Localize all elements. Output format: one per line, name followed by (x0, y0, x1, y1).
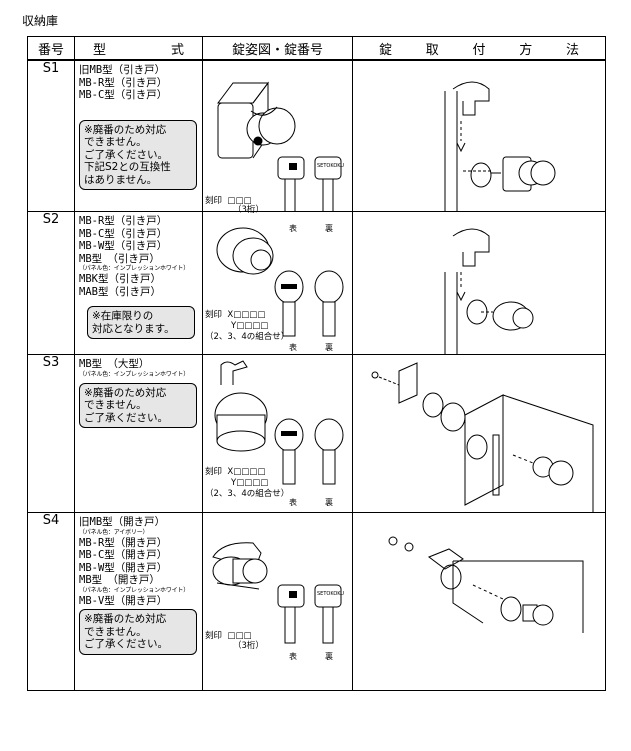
row-number: S1 (27, 59, 75, 212)
install-diagram (388, 536, 584, 633)
model-line: MB-R型（開き戸） (79, 536, 168, 549)
stamp-combo: （2、3、4の組合せ） (205, 332, 290, 342)
model-line: MB-C型（引き戸） (79, 227, 168, 240)
stamp-digits: （3桁） (233, 205, 264, 215)
model-cell: MB型 （大型） （パネル色：インプレッションホワイト） ※廃番のため対応 でき… (74, 354, 203, 513)
key-front-label: 表 (289, 343, 297, 352)
stamp-digits: （3桁） (233, 641, 264, 651)
model-cell: 旧MB型（開き戸） （パネル色：アイボリー） MB-R型（開き戸） MB-C型（… (74, 512, 203, 691)
row-number: S4 (27, 512, 75, 691)
header-row: 番号 型式 錠姿図・錠番号 錠取付方法 (27, 36, 606, 61)
model-line: MB-R型（引き戸） (79, 76, 168, 89)
model-line: MB型 （引き戸） (79, 252, 160, 265)
stamp-info: 刻印 □□□ (205, 631, 252, 641)
install-method-cell (352, 59, 606, 212)
header-key: 錠姿図・錠番号 (202, 36, 353, 61)
discontinued-notice: ※廃番のため対応 できません。 ご了承ください。 下記S2との互換性 はありませ… (79, 119, 197, 190)
install-diagram (444, 81, 556, 211)
install-diagram (444, 228, 534, 354)
discontinued-notice: ※廃番のため対応 できません。 ご了承ください。 (79, 382, 197, 428)
model-line: MB-R型（引き戸） (79, 215, 168, 227)
key-front-label: 表 (289, 498, 297, 507)
header-method: 錠取付方法 (352, 36, 606, 61)
stock-notice: ※在庫限りの 対応となります。 (87, 306, 195, 339)
model-line: MBK型（引き戸） (79, 273, 161, 285)
panel-color-note: （パネル色：インプレッションホワイト） (79, 265, 190, 272)
stamp-y: Y□□□□ (231, 321, 269, 331)
model-line: 旧MB型（開き戸） (79, 516, 166, 528)
stamp-info: 刻印 X□□□□ (205, 467, 266, 477)
key-back-label: 裏 (325, 652, 333, 661)
key-cell: SETOKOKU 刻印 □□□ （3桁） 表 裏 (202, 59, 353, 233)
table-row-s2: S2 MB-R型（引き戸） MB-C型（引き戸） MB-W型（引き戸） MB型 … (27, 211, 606, 355)
key-back-label: 裏 (325, 343, 333, 352)
install-method-cell (352, 354, 606, 513)
table-row-s4: S4 旧MB型（開き戸） （パネル色：アイボリー） MB-R型（開き戸） MB-… (27, 512, 606, 691)
panel-color-note: （パネル色：インプレッションホワイト） (79, 586, 190, 594)
key-brand-text: SETOKOKU (317, 163, 344, 169)
key-back-label: 裏 (325, 498, 333, 507)
lock-key-illustration: SETOKOKU (217, 81, 344, 211)
key-brand-text: SETOKOKU (317, 591, 344, 597)
model-line: MB-V型（開き戸） (79, 594, 168, 607)
stamp-info: 刻印 □□□ (205, 196, 252, 206)
stamp-combo: （2、3、4の組合せ） (205, 489, 290, 499)
lock-key-illustration (216, 227, 344, 337)
model-cell: 旧MB型（引き戸） MB-R型（引き戸） MB-C型（引き戸） ※廃番のため対応… (74, 59, 203, 212)
row-number: S3 (27, 354, 75, 513)
model-line: MAB型（引き戸） (79, 285, 161, 298)
install-method-cell (352, 211, 606, 355)
model-line: MB-W型（開き戸） (79, 561, 168, 574)
lock-table: 番号 型式 錠姿図・錠番号 錠取付方法 S1 旧MB型（引き戸） MB-R型（引… (27, 36, 606, 691)
model-line: MB-C型（引き戸） (79, 89, 168, 101)
model-line: MB型 （大型） (79, 358, 150, 370)
key-front-label: 表 (289, 652, 297, 661)
panel-color-note: （パネル色：インプレッションホワイト） (79, 370, 190, 378)
table-row-s1: S1 旧MB型（引き戸） MB-R型（引き戸） MB-C型（引き戸） ※廃番のた… (27, 59, 606, 233)
lock-key-illustration: SETOKOKU (212, 542, 344, 644)
table-row-s3: S3 MB型 （大型） （パネル色：インプレッションホワイト） ※廃番のため対応… (27, 354, 606, 513)
key-cell: SETOKOKU 刻印 □□□ （3桁） 表 裏 (202, 512, 353, 691)
install-method-cell (352, 512, 606, 691)
model-line: MB型 （開き戸） (79, 574, 160, 586)
key-cell: 刻印 X□□□□ Y□□□□ （2、3、4の組合せ） 表 裏 (202, 211, 353, 355)
key-cell: 刻印 X□□□□ Y□□□□ （2、3、4の組合せ） 表 裏 (202, 354, 353, 513)
stamp-y: Y□□□□ (231, 478, 269, 488)
stamp-info: 刻印 X□□□□ (205, 310, 266, 320)
lock-key-illustration (214, 360, 344, 485)
header-model: 型式 (74, 36, 203, 61)
model-cell: MB-R型（引き戸） MB-C型（引き戸） MB-W型（引き戸） MB型 （引き… (74, 211, 203, 355)
model-line: MB-C型（開き戸） (79, 549, 168, 561)
panel-color-note: （パネル色：アイボリー） (79, 528, 149, 536)
row-number: S2 (27, 211, 75, 355)
discontinued-notice: ※廃番のため対応 できません。 ご了承ください。 (79, 609, 197, 655)
section-title: 収納庫 (22, 14, 59, 28)
model-line: 旧MB型（引き戸） (79, 64, 166, 76)
install-diagram (371, 362, 594, 512)
header-no: 番号 (27, 36, 75, 61)
model-line: MB-W型（引き戸） (79, 240, 168, 252)
